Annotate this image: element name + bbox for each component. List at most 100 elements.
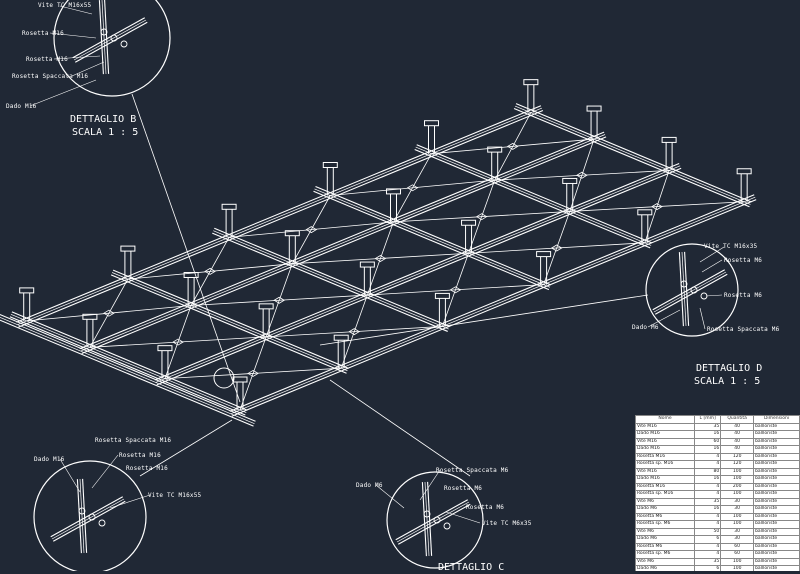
detail-post [79,478,85,554]
transverse-beam [513,107,750,208]
bolt-head [110,34,118,42]
callout-leader [53,55,101,60]
bom-cell: 6 [694,535,722,544]
bom-cell: 60 [720,550,755,559]
bom-cell: 30 [720,505,755,514]
bom-header-quantity: Quantità [720,415,755,424]
detail-beam [50,496,124,538]
post-plate [562,177,578,184]
post-plate [232,376,248,383]
post-plate [82,313,98,320]
gusset-plate [204,267,216,275]
bom-cell: 60 [720,542,755,551]
bom-cell: ballloriste [753,467,800,476]
transverse-beam [313,190,550,291]
bill-of-materials-table: Nome L [mm] Quantità Dimensioni Vite M16… [635,415,800,571]
bom-cell: Rosetta M6 [635,512,696,521]
detail-leader [131,93,241,403]
bom-cell: Rosetta sp. M16 [635,490,696,499]
detail-c-left-callout-1: Rosetta Spaccata M16 [95,437,172,444]
bom-cell: Rosetta sp. M16 [635,460,696,469]
callout-leader [59,5,93,15]
detail-b-callout-3: Rosetta M16 [26,56,68,63]
post-plate [523,79,539,86]
bom-cell: 40 [720,422,755,431]
bom-cell: Dado M6 [635,535,696,544]
callout-leader [29,79,97,107]
bom-cell: 100 [720,557,755,566]
detail-c-left-callout-2: Dado M16 [34,456,65,463]
post-plate [284,230,300,237]
bom-cell: ballloriste [753,505,800,514]
post-plate [333,334,349,341]
detail-d-callout-4: Dado M6 [632,324,659,331]
detail-beam [395,499,469,541]
gusset-plate [273,296,286,304]
cross-brace [191,294,368,306]
bom-cell: 16 [694,475,722,484]
detail-leader [139,419,233,477]
detail-post [424,481,430,557]
bom-cell: ballloriste [753,490,800,499]
post-plate [120,245,136,252]
transverse-beam [111,272,348,372]
gusset-plate [247,369,259,377]
detail-d-scale: SCALA 1 : 5 [694,376,761,387]
gusset-plate [550,244,563,252]
bolt-head [88,513,96,521]
bolt-head [100,28,108,36]
detail-d-circle [645,243,739,337]
detail-c-right-callout-5: Vite TC M6x35 [482,520,532,527]
cross-brace [569,201,745,212]
bom-cell: Dado M6 [635,565,696,571]
transverse-beam [415,146,652,246]
post-plate [359,261,375,268]
transverse-beam [9,316,246,416]
detail-c-left-callout-4: Rosetta M16 [126,465,168,472]
edge-rail [0,313,256,422]
bolt-head [423,510,431,518]
detail-c-right-callout-4: Rosetta M6 [466,504,505,511]
bom-cell: 80 [694,467,722,476]
bom-cell: Dado M16 [635,430,696,439]
gusset-plate [576,171,588,179]
detail-post [82,478,88,553]
detail-b-scale: SCALA 1 : 5 [72,127,139,138]
bom-cell: 60 [694,437,722,446]
bom-cell: 100 [720,512,755,521]
detail-beam [653,271,727,313]
bom-cell: ballloriste [753,445,800,454]
detail-marker [213,367,235,389]
detail-c-left-callout-5: Vite TC M16x55 [148,492,202,499]
cross-brace [266,326,443,338]
gusset-plate [348,328,361,336]
detail-leader [329,379,471,477]
bom-cell: Rosetta M16 [635,482,696,491]
detail-b-title: DETTAGLIO B [70,114,137,125]
bolt-head [120,40,128,48]
detail-post [101,0,107,75]
bom-cell: Vite M6 [635,527,696,536]
callout-leader [109,494,151,509]
longitudinal-beam [79,131,605,350]
callout-leader [419,469,441,501]
detail-beam [51,498,125,540]
detail-post [76,479,82,554]
longitudinal-beam [229,194,755,412]
post-plate [661,136,677,143]
gusset-plate [406,184,419,192]
bom-cell: ballloriste [753,497,800,506]
detail-post [104,0,110,74]
cross-brace [431,138,595,155]
callout-leader [91,454,119,489]
post-plate [487,146,503,153]
transverse-beam [212,232,448,332]
gusset-plate [449,286,462,294]
cross-brace [292,252,469,265]
bom-cell: ballloriste [753,430,800,439]
detail-beam [397,503,471,545]
